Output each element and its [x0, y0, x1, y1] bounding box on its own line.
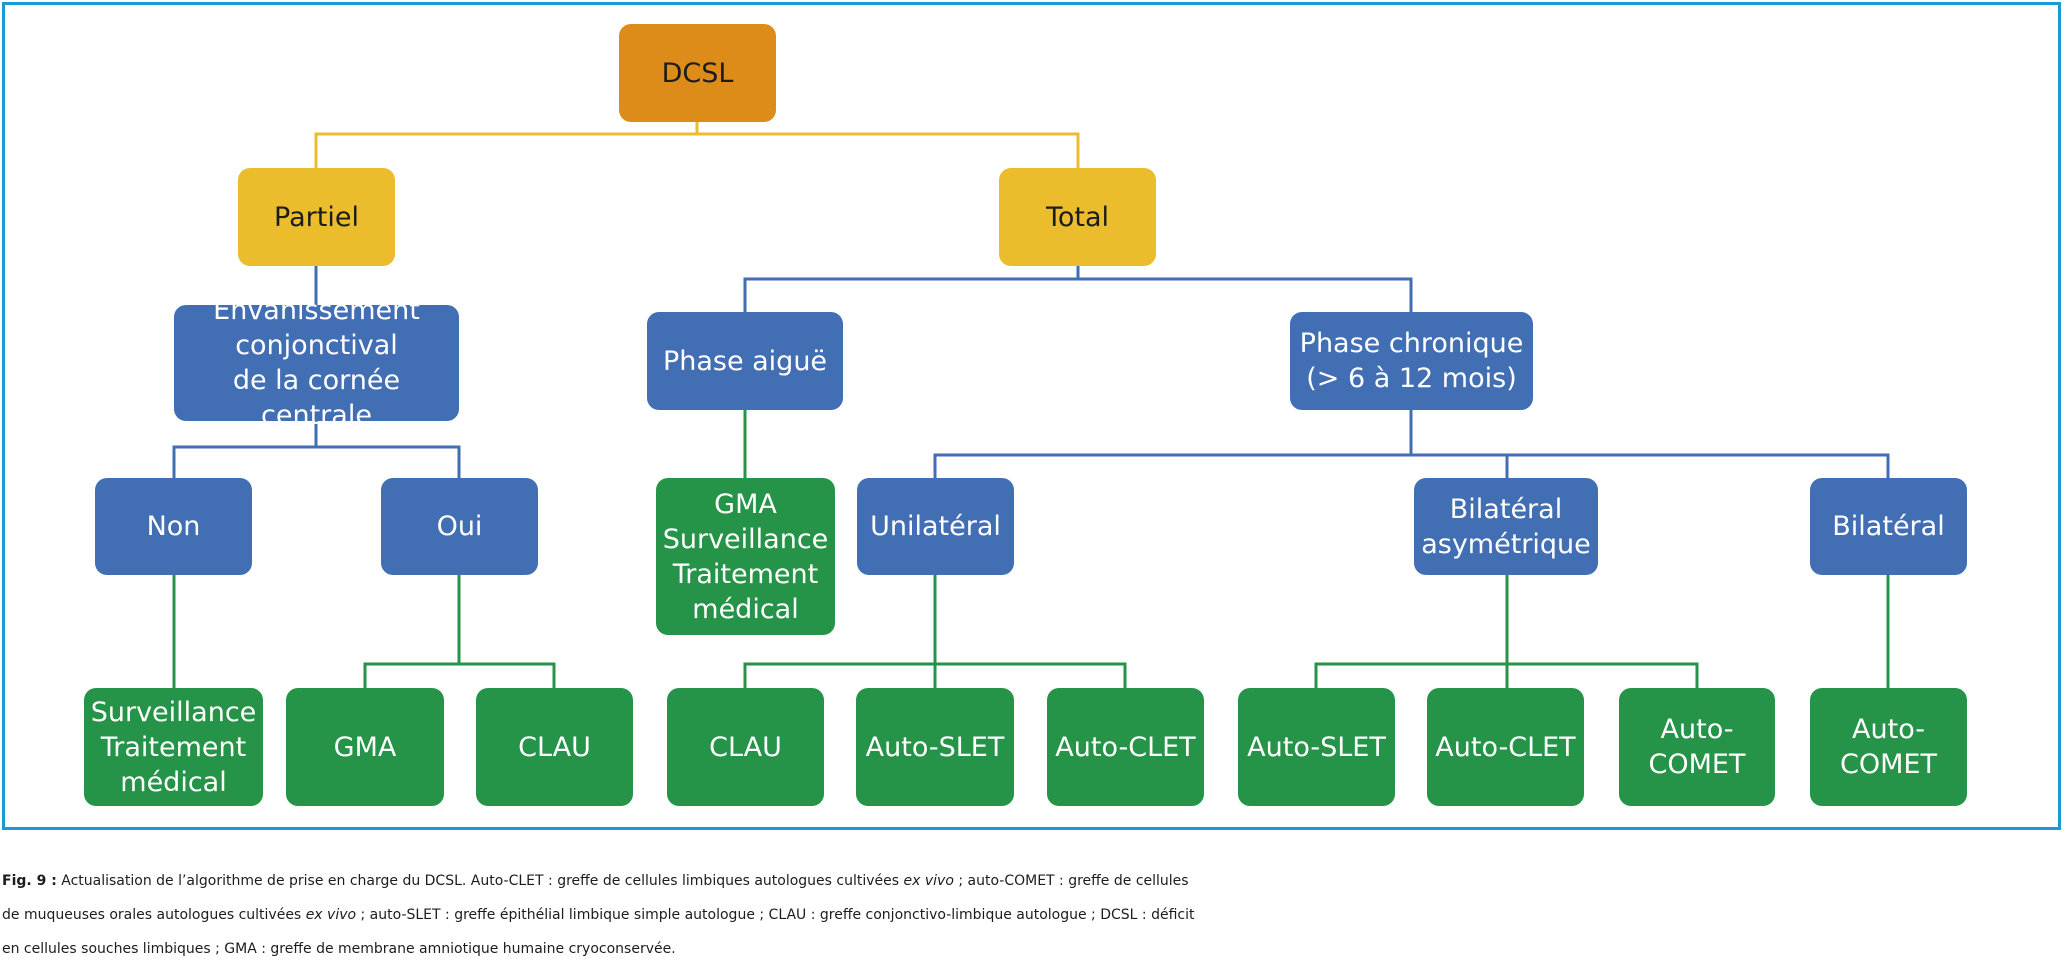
caption-text: ; auto-SLET : greffe épithélial limbique…: [356, 907, 1195, 923]
node-oui: Oui: [381, 478, 538, 575]
caption-text: de muqueuses orales autologues cultivées: [2, 907, 306, 923]
node-gma: GMA: [286, 688, 444, 806]
caption-text: Actualisation de l’algorithme de prise e…: [56, 873, 904, 889]
connector: [363, 662, 556, 688]
diagram-frame: [2, 2, 2061, 830]
node-auto-slet-bilateral-asym: Auto-SLET: [1238, 688, 1395, 806]
node-clau-oui: CLAU: [476, 688, 633, 806]
caption-text: ; auto-COMET : greffe de cellules: [953, 873, 1189, 889]
connector: [172, 445, 461, 478]
node-envahissement: Envahissement conjonctival de la cornée …: [174, 295, 459, 431]
node-dcsl: DCSL: [619, 24, 776, 122]
caption-label: Fig. 9 :: [2, 873, 57, 889]
node-partiel: Partiel: [238, 168, 395, 266]
node-surveillance: Surveillance Traitement médical: [84, 688, 263, 806]
caption-italic: ex vivo: [305, 907, 357, 923]
figure-caption: Fig. 9 : Actualisation de l’algorithme d…: [2, 864, 2067, 966]
caption-line-3: en cellules souches limbiques ; GMA : gr…: [2, 932, 2067, 966]
caption-italic: ex vivo: [903, 873, 954, 889]
node-non: Non: [95, 478, 252, 575]
caption-line-2: de muqueuses orales autologues cultivées…: [2, 898, 2067, 932]
connector: [314, 132, 1080, 168]
caption-line-1: Fig. 9 : Actualisation de l’algorithme d…: [2, 864, 2067, 898]
node-clau-unilateral: CLAU: [667, 688, 824, 806]
node-bilateral: Bilatéral: [1810, 478, 1967, 575]
connector: [933, 453, 1890, 478]
node-auto-comet-bilateral-asym: Auto-COMET: [1619, 688, 1775, 806]
node-auto-clet-bilateral-asym: Auto-CLET: [1427, 688, 1584, 806]
node-unilateral: Unilatéral: [857, 478, 1014, 575]
node-total: Total: [999, 168, 1156, 266]
node-auto-comet-bilateral: Auto-COMET: [1810, 688, 1967, 806]
node-bilateral-asymetrique: Bilatéral asymétrique: [1414, 478, 1598, 575]
node-auto-clet-unilateral: Auto-CLET: [1047, 688, 1204, 806]
node-phase-aigue: Phase aiguë: [647, 312, 843, 410]
connector: [743, 277, 1413, 312]
node-phase-chronique: Phase chronique (> 6 à 12 mois): [1290, 312, 1533, 410]
caption-text: en cellules souches limbiques ; GMA : gr…: [2, 941, 676, 957]
node-auto-slet-unilateral: Auto-SLET: [856, 688, 1014, 806]
node-gma-surveillance: GMA Surveillance Traitement médical: [656, 478, 835, 635]
